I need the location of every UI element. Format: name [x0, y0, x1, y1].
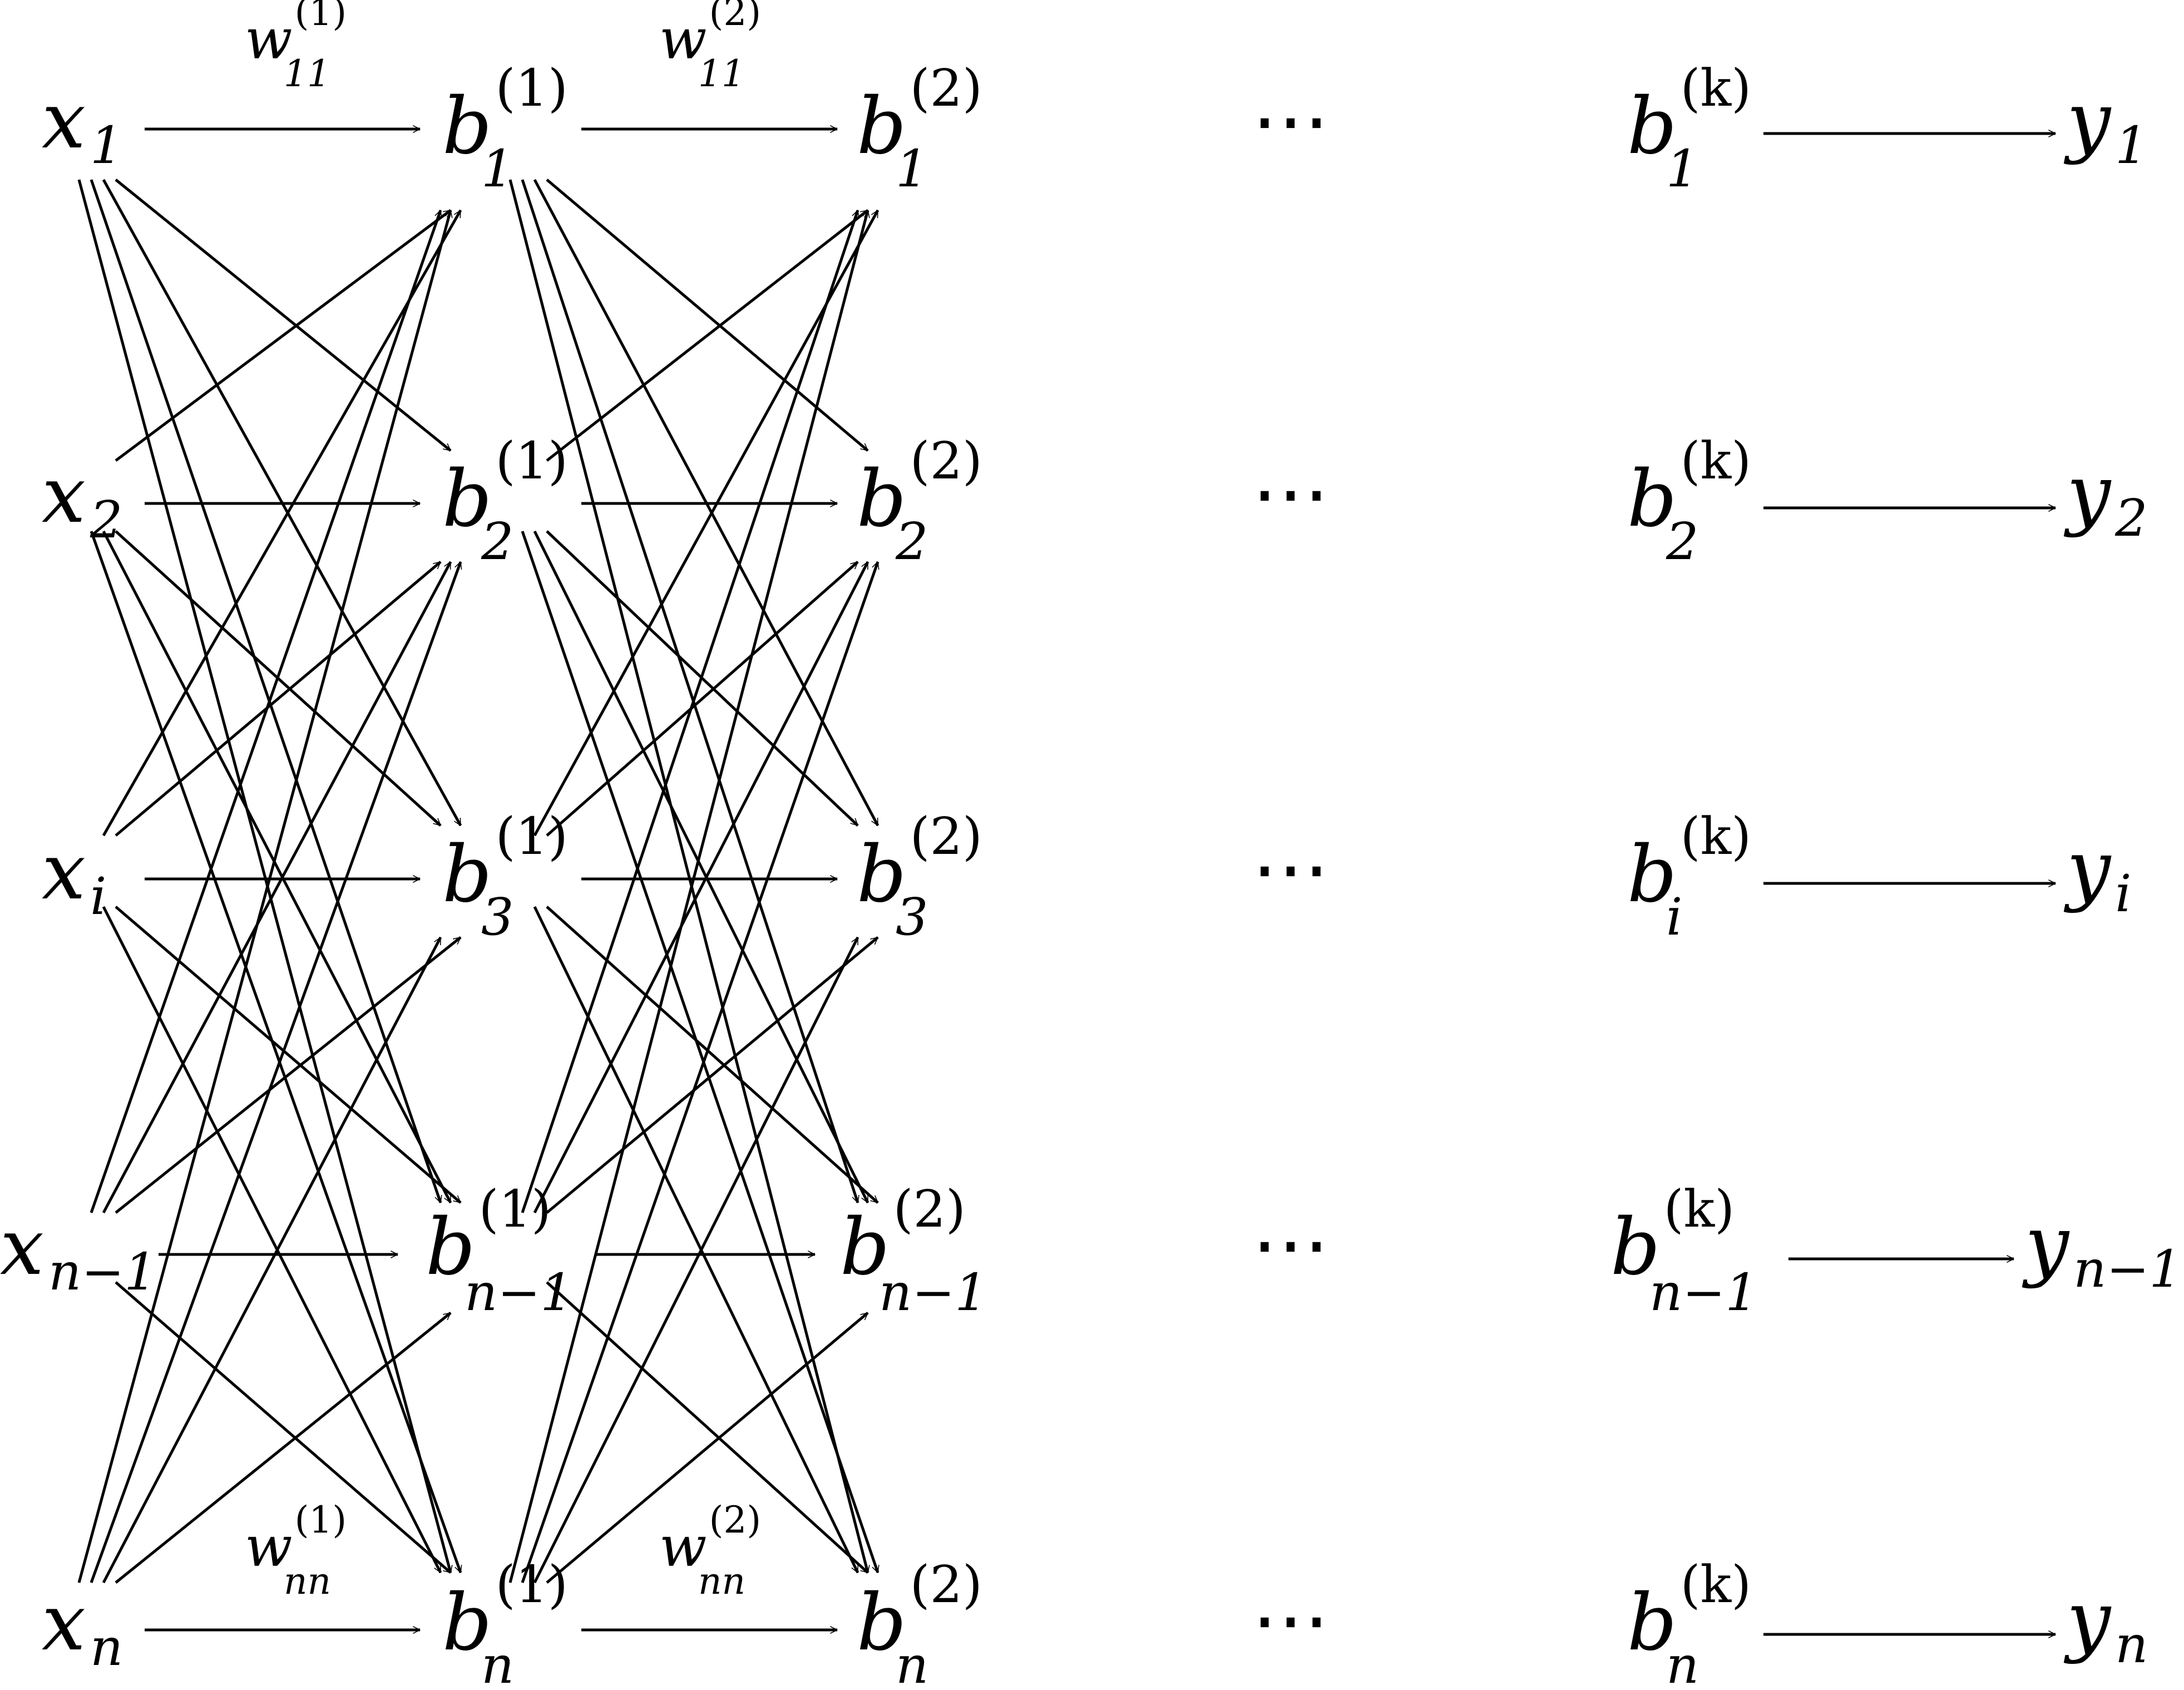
layer2-node-n: b(2)n	[857, 1555, 982, 1690]
output-node-yn-1: yn−1	[2022, 1199, 2182, 1299]
layerk-node-n-1: b(k)n−1	[1610, 1179, 1758, 1322]
weight-label-w11-layer1: w(1)11	[245, 0, 347, 95]
layer1-edge-0-3	[90, 179, 441, 1203]
ellipsis-row-2: ⋯	[1252, 448, 1330, 539]
output-node-yn: yn	[2063, 1575, 2148, 1674]
layer2-edge-4-0	[508, 210, 868, 1583]
layer1-edge-1-4	[90, 531, 461, 1573]
layer2-edge-2-1	[546, 561, 859, 837]
input-node-x1: x1	[42, 76, 123, 175]
layer1-node-2: b(1)2	[442, 431, 568, 571]
layer2-edge-3-0	[521, 210, 858, 1213]
layer1-edge-3-0	[90, 210, 441, 1213]
layer2-edge-0-3	[521, 179, 858, 1203]
layer1-edge-1-0	[115, 209, 452, 462]
layer1-edge-0-1	[115, 179, 452, 452]
layer2-edge-1-3	[533, 530, 869, 1203]
ellipsis-row-i: ⋯	[1252, 824, 1330, 915]
layer2-edge-3-4	[546, 1281, 869, 1574]
input-node-x2: x2	[42, 450, 123, 550]
layerk-node-n: b(k)n	[1627, 1555, 1751, 1690]
layer1-edge-3-1	[102, 562, 452, 1214]
layerk-node-i: b(k)i	[1627, 807, 1751, 947]
layer2-edge-1-4	[521, 531, 878, 1573]
layer2-node-n-1: b(2)n−1	[840, 1179, 987, 1322]
layerk-node-1: b(k)1	[1627, 58, 1751, 199]
layer1-edge-1-3	[102, 530, 452, 1203]
weight-label-w11-layer2: w(2)11	[659, 0, 761, 95]
layer1-edge-4-2	[102, 937, 442, 1584]
ellipsis-row-n: ⋯	[1252, 1575, 1330, 1666]
layer2-edge-3-2	[546, 936, 879, 1214]
layer2-edge-2-3	[546, 906, 879, 1204]
layerk-node-2: b(k)2	[1627, 431, 1751, 571]
ellipsis-row-n-1: ⋯	[1252, 1199, 1330, 1290]
layer1-edge-0-4	[77, 179, 451, 1573]
layer2-node-1: b(2)1	[857, 58, 982, 199]
layer1-edge-4-1	[90, 562, 461, 1583]
layer2-edge-4-2	[533, 937, 859, 1584]
layer1-edge-2-0	[102, 210, 462, 837]
layer1-edge-2-4	[102, 906, 442, 1573]
output-node-y2: y2	[2063, 448, 2148, 548]
layer2-edge-2-0	[533, 210, 879, 837]
input-node-xi: xi	[42, 827, 106, 926]
layer1-edge-2-3	[115, 906, 462, 1204]
weight-label-wnn-layer2: w(2)nn	[659, 1499, 761, 1603]
ellipsis-row-1: ⋯	[1252, 76, 1330, 166]
layer2-node-3: b(2)3	[857, 807, 982, 947]
layer1-node-3: b(1)3	[442, 807, 568, 947]
layer2-edge-4-1	[521, 562, 878, 1583]
layer1-node-n-1: b(1)n−1	[426, 1179, 573, 1322]
layer2-edge-3-1	[533, 562, 869, 1214]
input-node-xn-1: xn−1	[0, 1202, 157, 1302]
layer1-edge-2-1	[115, 561, 442, 837]
layer2-node-2: b(2)2	[857, 431, 982, 571]
weight-label-wnn-layer1: w(1)nn	[245, 1499, 347, 1603]
layer2-edge-0-4	[508, 179, 868, 1573]
layer2-edge-4-3	[546, 1312, 869, 1584]
input-node-xn: xn	[42, 1578, 123, 1677]
layer1-edge-4-0	[77, 210, 451, 1583]
output-node-y1: y1	[2063, 76, 2148, 175]
layer2-edge-0-1	[546, 179, 869, 452]
layer1-edge-4-3	[115, 1312, 452, 1584]
layer2-edge-1-0	[546, 209, 869, 462]
layer1-node-1: b(1)1	[442, 58, 568, 199]
layer1-edge-3-4	[115, 1281, 452, 1574]
output-node-yi: yi	[2063, 824, 2132, 923]
layer1-node-n: b(1)n	[442, 1555, 568, 1690]
layer1-edge-3-2	[115, 936, 462, 1214]
layer2-edge-2-4	[533, 906, 859, 1573]
edges	[77, 129, 2055, 1634]
